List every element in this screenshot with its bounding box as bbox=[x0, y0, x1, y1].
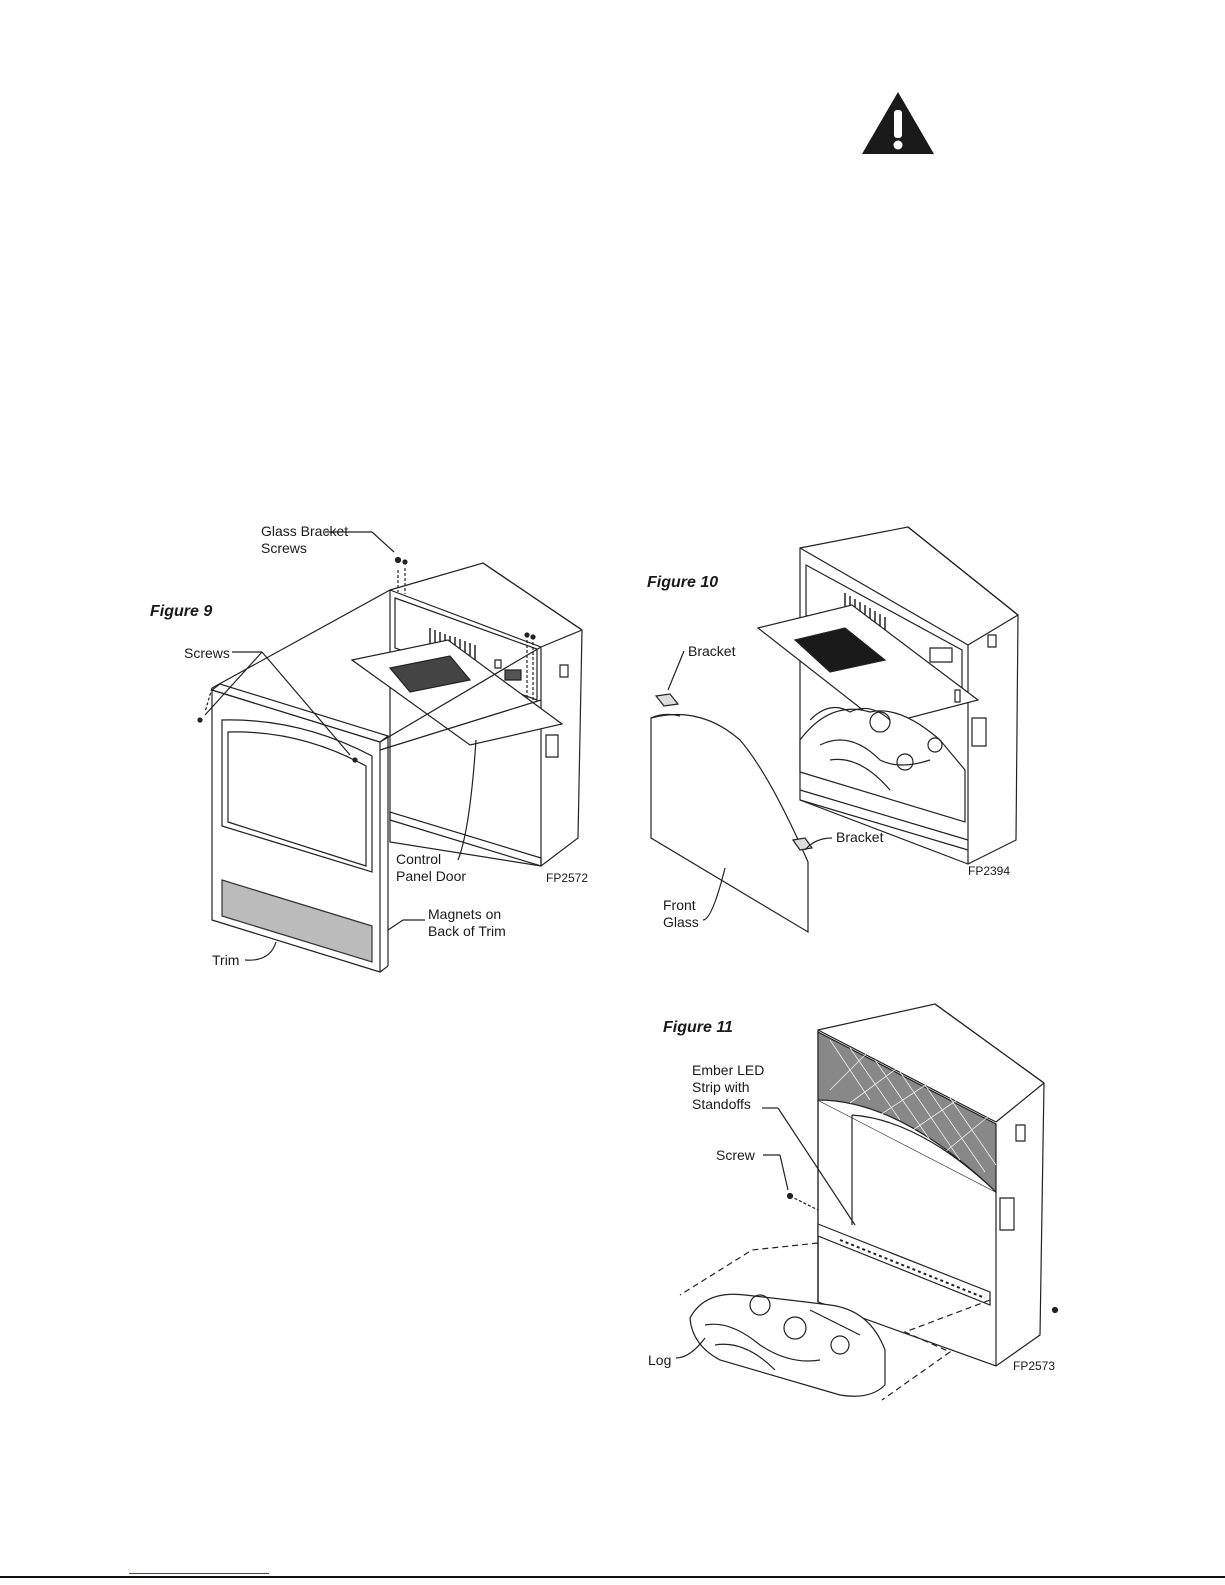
label-bracket-top: Bracket bbox=[688, 643, 735, 660]
figure10-illustration bbox=[640, 525, 1040, 945]
label-magnets: Magnets on Back of Trim bbox=[428, 906, 506, 940]
figure9-code: FP2572 bbox=[546, 871, 588, 885]
label-control-panel-door: Control Panel Door bbox=[396, 851, 466, 885]
figure9-illustration bbox=[190, 540, 610, 980]
label-trim: Trim bbox=[212, 952, 239, 969]
footer-rule bbox=[0, 1576, 1225, 1578]
figure11-code: FP2573 bbox=[1013, 1359, 1055, 1373]
label-log: Log bbox=[648, 1352, 671, 1369]
label-ember-led: Ember LED Strip with Standoffs bbox=[692, 1062, 764, 1113]
label-bracket-bottom: Bracket bbox=[836, 829, 883, 846]
label-front-glass: Front Glass bbox=[663, 897, 699, 931]
label-screw: Screw bbox=[716, 1147, 755, 1164]
figure10-code: FP2394 bbox=[968, 864, 1010, 878]
footer-link-underline bbox=[129, 1573, 269, 1574]
label-glass-bracket-screws: Glass Bracket Screws bbox=[261, 523, 348, 557]
label-screws: Screws bbox=[184, 645, 230, 662]
warning-triangle-icon bbox=[860, 90, 936, 156]
